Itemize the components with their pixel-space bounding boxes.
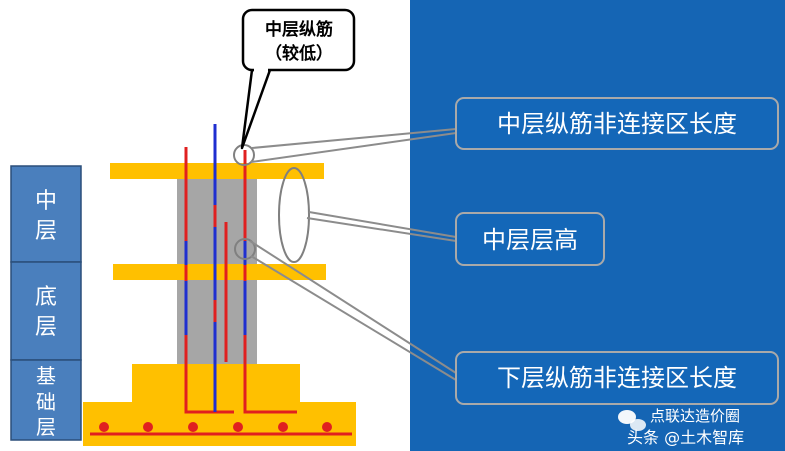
floor-label-foundation-char-1: 基 bbox=[36, 364, 56, 388]
floor-label-middle-char-2: 层 bbox=[35, 219, 57, 244]
leader-lines bbox=[249, 128, 457, 381]
floor-label-foundation-char-3: 层 bbox=[36, 415, 56, 439]
highlight-circle-lower bbox=[234, 238, 256, 260]
floor-label-middle-char-1: 中 bbox=[35, 189, 57, 214]
floor-label-middle: 中 层 bbox=[10, 165, 82, 263]
info-box-middle-noncontact: 中层纵筋非连接区长度 bbox=[455, 97, 779, 150]
height-bracket-ellipse bbox=[278, 167, 310, 263]
info-box-middle-height-text: 中层层高 bbox=[482, 226, 578, 254]
bottom-rebar-dots bbox=[99, 422, 332, 432]
rebar-left bbox=[184, 147, 234, 414]
floor-label-ground-char-1: 底 bbox=[35, 285, 57, 310]
middle-floor-slab bbox=[110, 163, 324, 179]
floor-label-ground-char-2: 层 bbox=[35, 315, 57, 340]
rebar-right bbox=[243, 150, 297, 414]
floor-label-foundation: 基 础 层 bbox=[10, 359, 82, 441]
callout-top-line-1: 中层纵筋 bbox=[265, 19, 333, 40]
footing-base-block bbox=[83, 402, 356, 446]
watermark-line-2: 头条 @土木智库 bbox=[627, 428, 744, 447]
floor-label-ground: 底 层 bbox=[10, 261, 82, 361]
watermark-chat-icon bbox=[618, 410, 646, 431]
floor-label-foundation-char-2: 础 bbox=[36, 390, 56, 414]
callout-top-line-2: （较低） bbox=[265, 43, 333, 64]
watermark: 点联达造价圈 头条 @土木智库 bbox=[618, 407, 744, 447]
info-box-middle-noncontact-text: 中层纵筋非连接区长度 bbox=[497, 110, 737, 138]
ground-floor-slab bbox=[113, 264, 326, 280]
watermark-line-1: 点联达造价圈 bbox=[650, 407, 740, 425]
callout-top: 中层纵筋 （较低） bbox=[240, 8, 356, 150]
info-box-middle-height: 中层层高 bbox=[455, 212, 605, 266]
info-box-lower-noncontact-text: 下层纵筋非连接区长度 bbox=[497, 364, 737, 392]
info-box-lower-noncontact: 下层纵筋非连接区长度 bbox=[455, 351, 779, 405]
